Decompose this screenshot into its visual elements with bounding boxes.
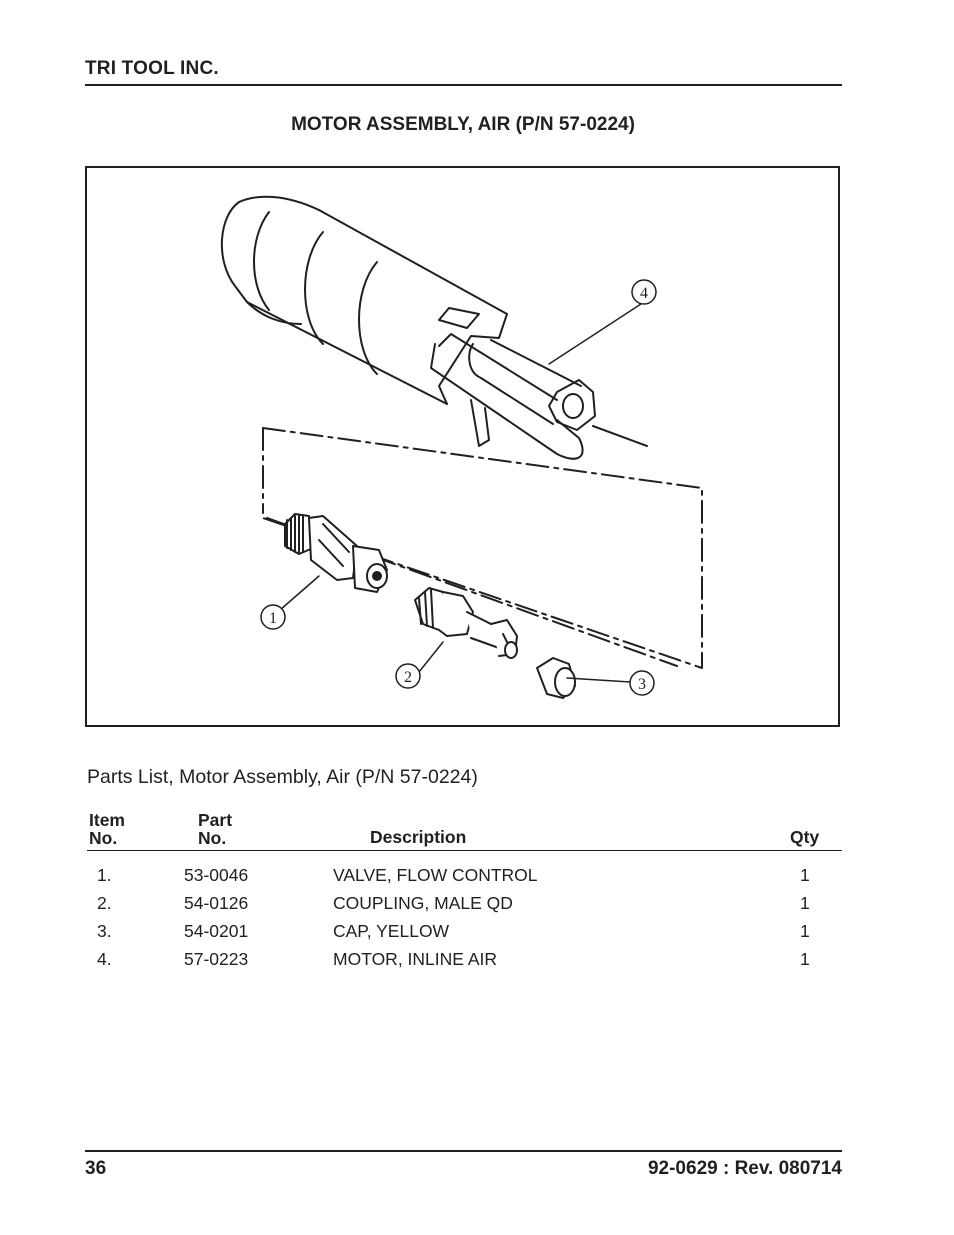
cell-item-no: 3. <box>97 921 112 941</box>
callout-balloon-4 <box>631 279 657 305</box>
header-rule <box>85 84 842 86</box>
cell-description: CAP, YELLOW <box>333 921 450 941</box>
cell-qty: 1 <box>800 921 810 941</box>
cell-part-no: 54-0201 <box>184 921 249 941</box>
cell-item-no: 2. <box>97 893 112 913</box>
callout-balloon-1 <box>260 604 286 630</box>
callout-label-1: 1 <box>269 610 277 627</box>
cell-description: MOTOR, INLINE AIR <box>333 949 498 969</box>
column-header-item-line1: Item <box>89 810 125 830</box>
cell-description: COUPLING, MALE QD <box>333 893 513 913</box>
motor-assembly-drawing: 4 1 2 3 <box>220 195 703 699</box>
page-number: 36 <box>85 1158 107 1179</box>
column-header-item-no: Item No. <box>89 811 125 847</box>
table-row: 2. 54-0126 COUPLING, MALE QD 1 <box>0 893 954 917</box>
table-row: 4. 57-0223 MOTOR, INLINE AIR 1 <box>0 949 954 973</box>
company-name: TRI TOOL INC. <box>85 58 219 79</box>
cell-qty: 1 <box>800 949 810 969</box>
cell-part-no: 53-0046 <box>184 865 249 885</box>
table-header-rule <box>87 850 842 851</box>
document-revision: 92-0629 : Rev. 080714 <box>647 1158 842 1179</box>
yellow-cap-illustration <box>536 657 576 699</box>
cell-qty: 1 <box>800 865 810 885</box>
callout-balloon-3 <box>629 670 655 696</box>
column-header-part-line1: Part <box>198 810 233 830</box>
inline-air-motor-illustration <box>220 195 648 460</box>
column-header-part-no: Part No. <box>198 811 232 847</box>
callout-leaders <box>279 301 645 683</box>
exploded-view-figure: 4 1 2 3 <box>85 166 840 727</box>
page-title: MOTOR ASSEMBLY, AIR (P/N 57-0224) <box>291 114 635 135</box>
assembly-center-line <box>262 427 703 669</box>
callout-label-2: 2 <box>404 669 412 686</box>
cell-description: VALVE, FLOW CONTROL <box>333 865 538 885</box>
cell-item-no: 1. <box>97 865 112 885</box>
callout-label-4: 4 <box>640 285 648 302</box>
column-header-description: Description <box>370 827 467 847</box>
cell-qty: 1 <box>800 893 810 913</box>
table-row: 1. 53-0046 VALVE, FLOW CONTROL 1 <box>0 865 954 889</box>
callout-balloon-2 <box>395 663 421 689</box>
column-header-part-line2: No. <box>198 828 227 848</box>
cell-item-no: 4. <box>97 949 112 969</box>
parts-list-caption: Parts List, Motor Assembly, Air (P/N 57-… <box>87 766 478 788</box>
footer-rule <box>85 1150 842 1152</box>
cell-part-no: 57-0223 <box>184 949 249 969</box>
table-row: 3. 54-0201 CAP, YELLOW 1 <box>0 921 954 945</box>
column-header-item-line2: No. <box>89 828 118 848</box>
column-header-qty: Qty <box>790 827 820 847</box>
cell-part-no: 54-0126 <box>184 893 249 913</box>
male-qd-coupling-illustration <box>414 587 518 659</box>
callout-label-3: 3 <box>638 676 646 693</box>
flow-control-valve-illustration <box>284 513 388 593</box>
